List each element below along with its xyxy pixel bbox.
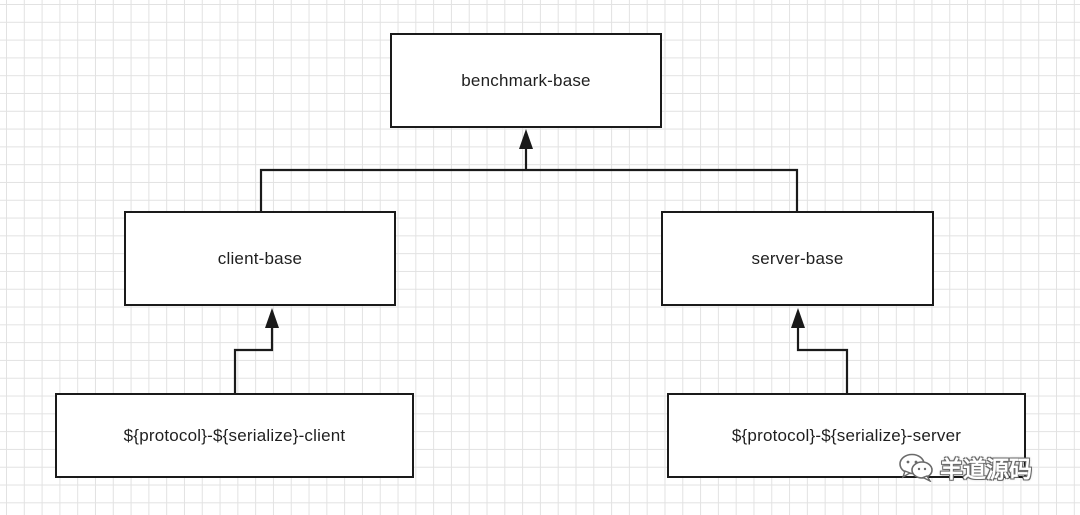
node-benchmark-base[interactable]: benchmark-base xyxy=(390,33,662,128)
node-label: ${protocol}-${serialize}-server xyxy=(731,425,962,445)
connector-client-base-to-benchmark-base xyxy=(259,168,526,211)
node-protocol-serialize-server[interactable]: ${protocol}-${serialize}-server xyxy=(667,393,1026,478)
wechat-icon xyxy=(898,452,934,482)
arrowhead-benchmark-base xyxy=(519,129,533,149)
watermark-text: 羊道源码 xyxy=(940,457,1032,483)
node-label: ${protocol}-${serialize}-client xyxy=(123,425,346,445)
connector-protocol-server-to-server-base xyxy=(796,318,849,393)
watermark: 羊道源码 xyxy=(898,450,1032,484)
node-label: client-base xyxy=(217,248,303,268)
connector-server-base-to-benchmark-base xyxy=(526,168,799,211)
node-label: benchmark-base xyxy=(461,70,591,90)
node-client-base[interactable]: client-base xyxy=(124,211,396,306)
arrowhead-client-base xyxy=(265,308,279,328)
node-label: server-base xyxy=(751,248,844,268)
node-server-base[interactable]: server-base xyxy=(661,211,934,306)
arrowhead-server-base xyxy=(791,308,805,328)
node-protocol-serialize-client[interactable]: ${protocol}-${serialize}-client xyxy=(55,393,414,478)
connector-protocol-client-to-client-base xyxy=(233,318,274,393)
